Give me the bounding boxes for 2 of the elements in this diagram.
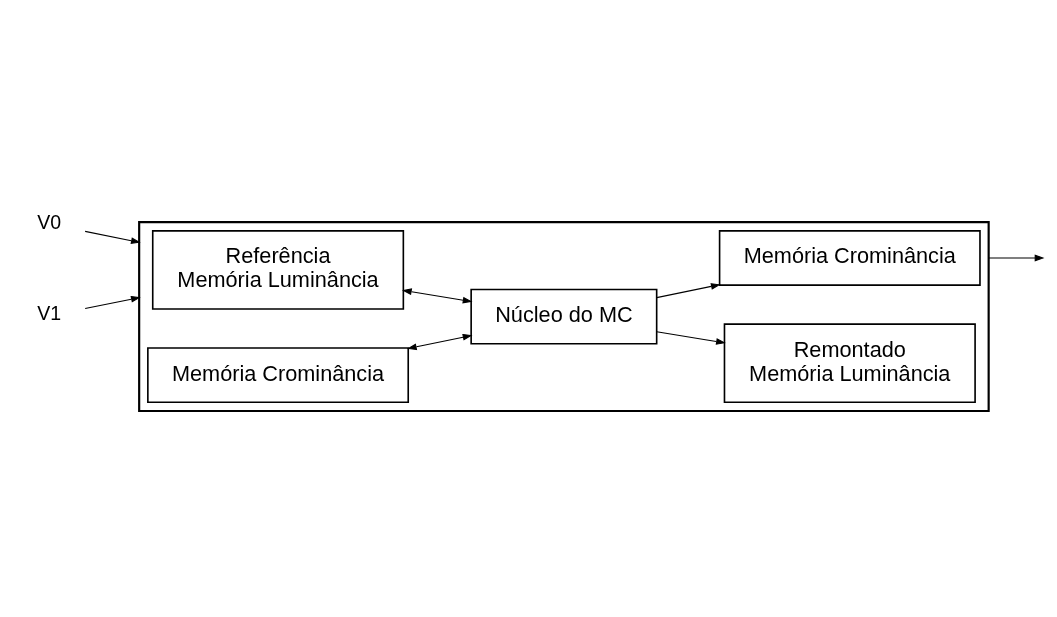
node-text: V0 (37, 210, 62, 233)
node-text: V1 (37, 301, 62, 324)
